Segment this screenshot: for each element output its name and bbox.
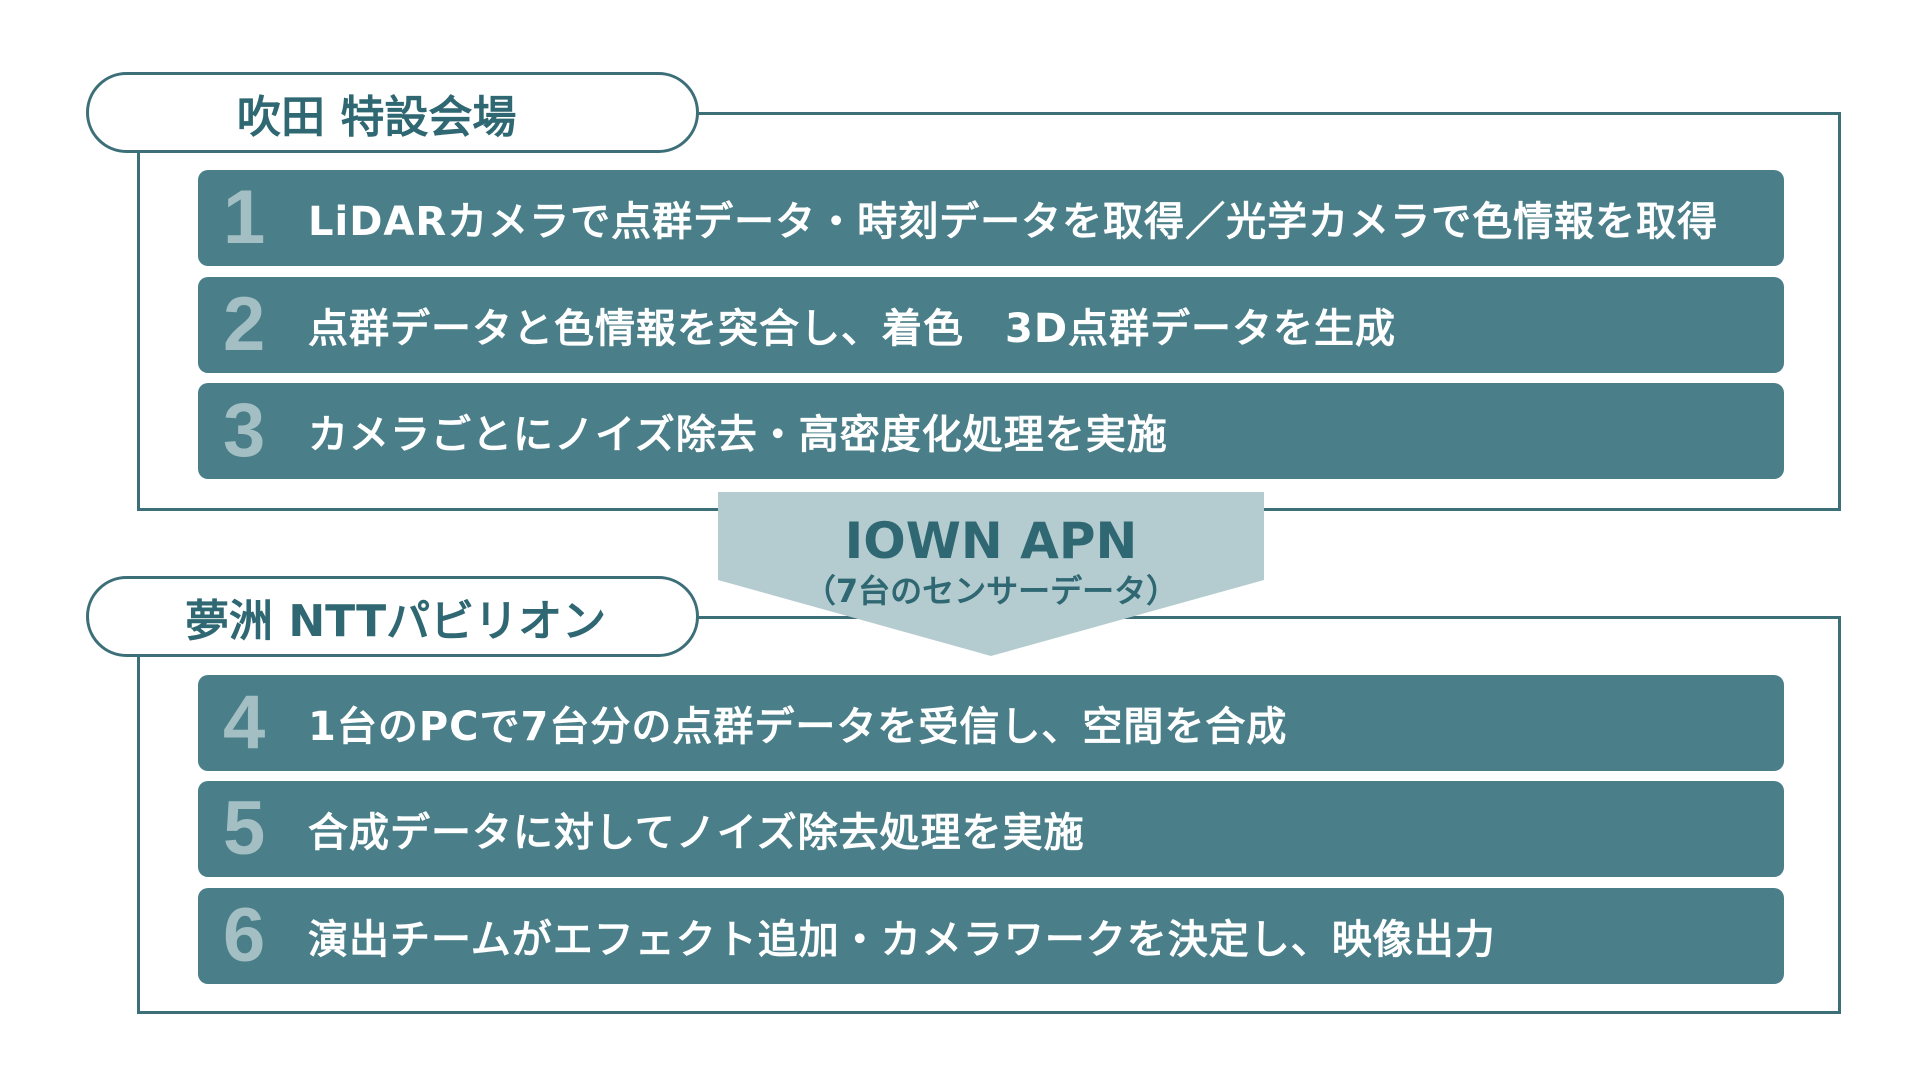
section-label-yumeshima: 夢洲 NTTパビリオン bbox=[86, 576, 699, 657]
step-bar-2: 2 点群データと色情報を突合し、着色 3D点群データを生成 bbox=[198, 277, 1784, 373]
arrow-subtitle: （7台のセンサーデータ） bbox=[803, 572, 1179, 610]
step-number: 3 bbox=[223, 388, 266, 473]
step-number: 1 bbox=[223, 175, 266, 260]
step-bar-6: 6 演出チームがエフェクト追加・カメラワークを決定し、映像出力 bbox=[198, 888, 1784, 984]
step-bar-5: 5 合成データに対してノイズ除去処理を実施 bbox=[198, 781, 1784, 877]
step-text: カメラごとにノイズ除去・高密度化処理を実施 bbox=[308, 412, 1168, 458]
step-text: 合成データに対してノイズ除去処理を実施 bbox=[308, 810, 1085, 856]
step-number: 5 bbox=[223, 786, 266, 871]
step-number: 2 bbox=[223, 282, 266, 367]
arrow-shape bbox=[718, 492, 1264, 656]
step-text: 1台のPCで7台分の点群データを受信し、空間を合成 bbox=[308, 704, 1288, 750]
step-number: 6 bbox=[223, 893, 266, 978]
step-text: 演出チームがエフェクト追加・カメラワークを決定し、映像出力 bbox=[308, 917, 1496, 963]
step-bar-3: 3 カメラごとにノイズ除去・高密度化処理を実施 bbox=[198, 383, 1784, 479]
step-bar-4: 4 1台のPCで7台分の点群データを受信し、空間を合成 bbox=[198, 675, 1784, 771]
down-arrow-icon bbox=[718, 492, 1264, 656]
arrow-title: IOWN APN bbox=[844, 512, 1138, 570]
step-text: LiDARカメラで点群データ・時刻データを取得／光学カメラで色情報を取得 bbox=[308, 199, 1719, 245]
step-text: 点群データと色情報を突合し、着色 3D点群データを生成 bbox=[308, 306, 1397, 352]
section-label-suita: 吹田 特設会場 bbox=[86, 72, 699, 153]
step-number: 4 bbox=[223, 680, 266, 765]
step-bar-1: 1 LiDARカメラで点群データ・時刻データを取得／光学カメラで色情報を取得 bbox=[198, 170, 1784, 266]
